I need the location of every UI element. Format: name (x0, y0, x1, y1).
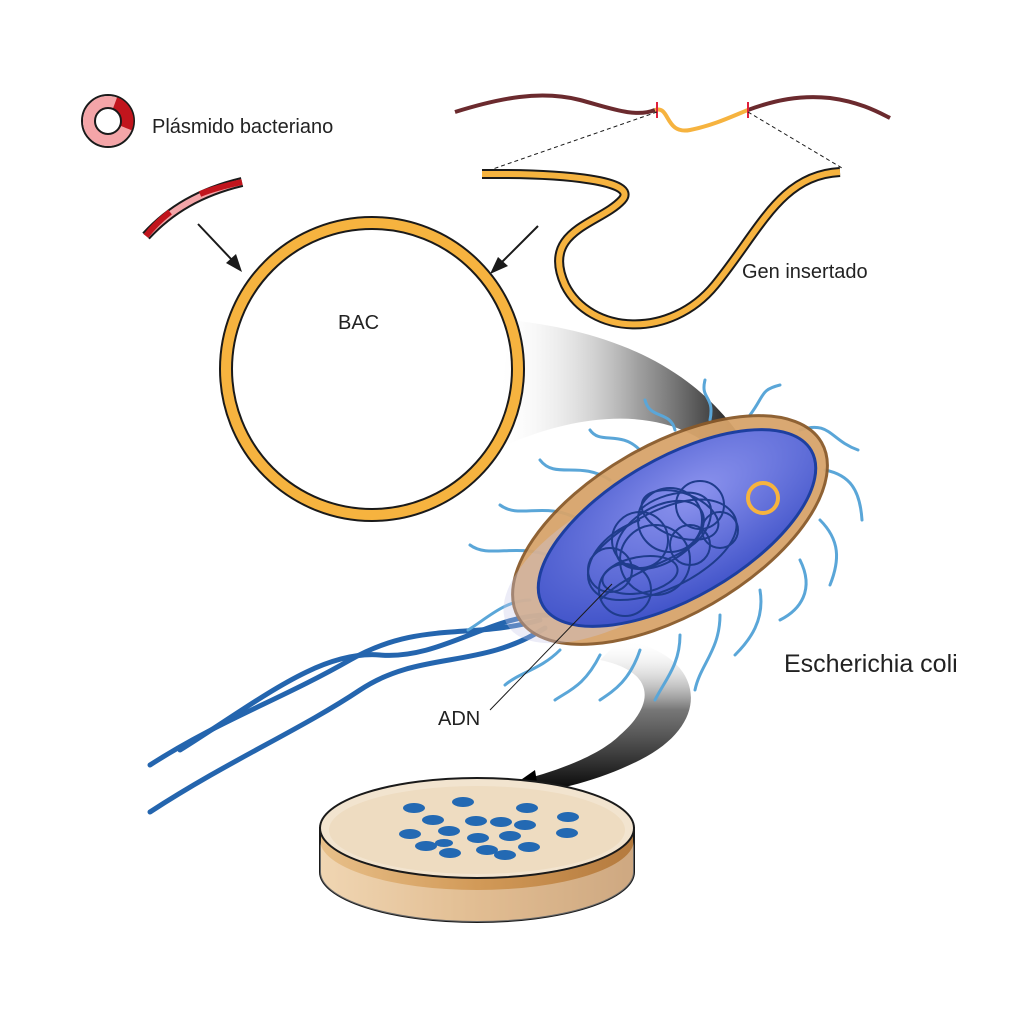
plasmid-fragment (142, 177, 244, 240)
donor-dna-strand (454, 93, 891, 171)
bac-label: BAC (338, 312, 379, 334)
dna-label: ADN (438, 708, 480, 730)
chromosomal-dna (586, 480, 739, 617)
inserted-gene-strand (482, 167, 841, 330)
ecoli-label: Escherichia coli (784, 650, 958, 678)
inserted-gene-label: Gen insertado (742, 261, 868, 283)
arrow-plasmid-to-bac (197, 223, 242, 272)
petri-dish (319, 777, 635, 923)
plasmid-legend-icon (81, 94, 135, 148)
dna-pointer-line (489, 583, 613, 711)
arrow-gene-to-bac (490, 225, 539, 274)
bacterial-colonies (399, 797, 579, 860)
bac-ring (219, 216, 525, 522)
transfer-arrow-cell-to-dish (492, 640, 691, 800)
plasmid-legend-label: Plásmido bacteriano (152, 116, 333, 138)
bac-in-cell (746, 481, 780, 515)
